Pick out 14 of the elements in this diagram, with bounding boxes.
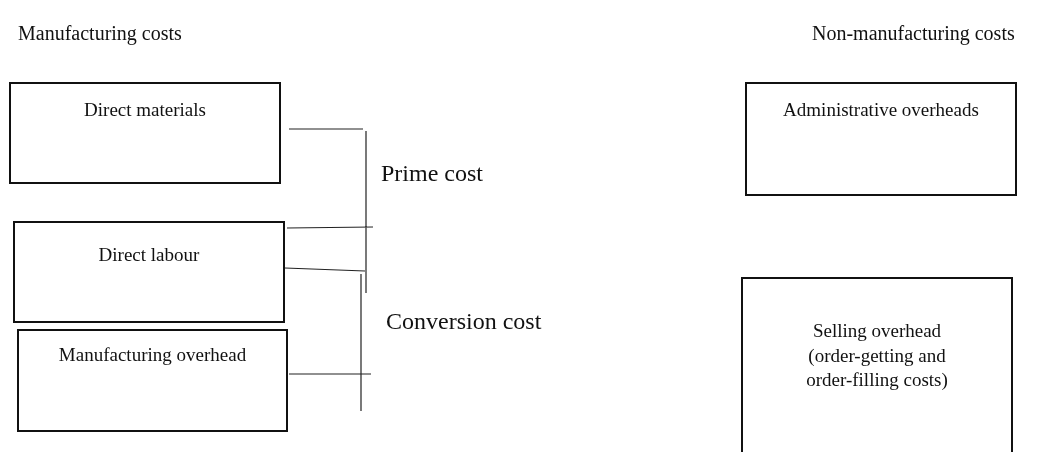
box-label: Direct labour: [98, 243, 200, 267]
section-heading: Manufacturing costs: [18, 22, 182, 45]
cost-box: [745, 82, 1017, 196]
cost-box: [9, 82, 281, 184]
cost-box: [17, 329, 288, 432]
bracket-label: Conversion cost: [386, 308, 542, 335]
bracket-label: Prime cost: [381, 160, 483, 187]
cost-box: [741, 277, 1013, 452]
section-heading: Non-manufacturing costs: [812, 22, 1015, 45]
box-label: Administrative overheads: [783, 98, 979, 122]
box-label: Direct materials: [84, 98, 206, 122]
box-label: Manufacturing overhead: [58, 343, 247, 367]
box-label: Selling overhead (order-getting and order-filling costs): [805, 319, 949, 393]
cost-box: [13, 221, 285, 323]
